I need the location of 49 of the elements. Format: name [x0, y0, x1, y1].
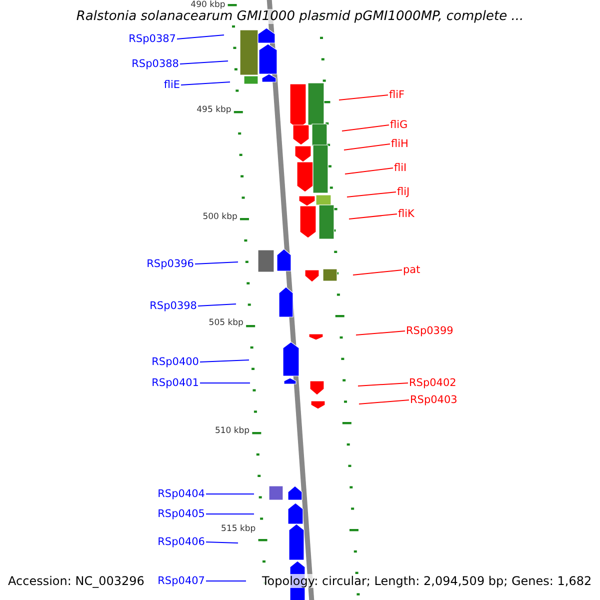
gene-label: RSp0396 [146, 257, 194, 271]
gene-label: RSp0406 [158, 535, 205, 549]
gene-label: RSp0387 [128, 32, 176, 46]
leader-line [206, 580, 246, 582]
leader-line [338, 94, 388, 100]
scale-label: 490 kbp [190, 0, 226, 10]
leader-line [200, 360, 250, 362]
leader-line [346, 192, 396, 198]
gene-label: RSp0404 [158, 487, 205, 501]
leader-line [352, 270, 402, 276]
gene-label: RSp0400 [152, 355, 199, 369]
leader-line [176, 34, 224, 40]
gene-label: fliH [391, 137, 408, 151]
gene-label: fliJ [397, 185, 410, 199]
leader-line [198, 304, 236, 306]
leader-line [206, 542, 238, 544]
gene-label: RSp0403 [410, 393, 458, 407]
gene-label: fliI [394, 161, 407, 175]
gene-label: RSp0398 [150, 299, 197, 313]
topology-text: Topology: circular; Length: 2,094,509 bp; Genes: 1,682 [262, 574, 592, 588]
leader-line [200, 382, 250, 384]
scale-label: 500 kbp [202, 212, 238, 222]
leader-line [358, 400, 410, 404]
scale-label: 515 kbp [221, 524, 256, 535]
leader-line [358, 382, 408, 386]
leader-line [344, 144, 390, 150]
gene-label: RSp0388 [132, 57, 179, 71]
gene-label: RSp0407 [158, 574, 205, 588]
gene-label: fliF [389, 88, 405, 102]
gene-label: pat [403, 263, 420, 277]
gene-label: RSp0405 [158, 507, 205, 521]
leader-line [194, 262, 238, 264]
accession-text: Accession: NC_003296 [8, 574, 144, 588]
leader-line [356, 330, 406, 336]
leader-line [180, 82, 230, 86]
gene-label: RSp0402 [409, 376, 456, 390]
leader-line [342, 124, 390, 132]
gene-label: fliE [164, 78, 180, 92]
scale-label: 495 kbp [196, 104, 232, 116]
scale-label: 510 kbp [214, 426, 250, 436]
gene-label: fliK [398, 207, 414, 221]
gene-label: RSp0401 [152, 376, 199, 390]
leader-line [344, 168, 394, 174]
leader-line [180, 60, 228, 64]
gene-label: fliG [390, 118, 408, 132]
title: Ralstonia solanacearum GMI1000 plasmid pGMI1000MP, complete ... [76, 9, 524, 24]
gene-label: RSp0399 [406, 324, 454, 338]
leader-line [348, 214, 398, 220]
scale-label: 505 kbp [208, 318, 244, 328]
